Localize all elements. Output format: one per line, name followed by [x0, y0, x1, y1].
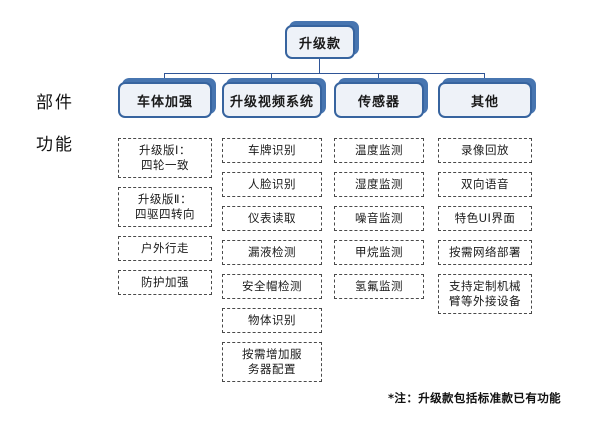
feature-item[interactable]: 双向语音 — [438, 172, 532, 197]
feature-item-label: 支持定制机械臂等外接设备 — [449, 279, 521, 308]
node-category-0-face: 车体加强 — [118, 82, 212, 118]
feature-item-label: 车牌识别 — [248, 143, 296, 157]
feature-item[interactable]: 支持定制机械臂等外接设备 — [438, 274, 532, 314]
feature-item[interactable]: 录像回放 — [438, 138, 532, 163]
node-category-2-label: 传感器 — [357, 94, 400, 110]
feature-item[interactable]: 温度监测 — [334, 138, 424, 163]
feature-item[interactable]: 户外行走 — [118, 236, 212, 261]
feature-item[interactable]: 噪音监测 — [334, 206, 424, 231]
feature-item[interactable]: 安全帽检测 — [222, 274, 322, 299]
row-label-parts: 部件 — [36, 93, 74, 113]
connector-drop-0 — [164, 73, 165, 82]
connector-drop-2 — [378, 73, 379, 82]
feature-item-label: 录像回放 — [461, 143, 509, 157]
feature-item-label: 氢氟监测 — [355, 279, 403, 293]
connector-root-stem — [319, 59, 320, 73]
feature-item[interactable]: 防护加强 — [118, 270, 212, 295]
connector-drop-3 — [484, 73, 485, 82]
feature-item-label: 漏液检测 — [248, 245, 296, 259]
node-category-3-face: 其他 — [438, 82, 532, 118]
feature-column-3: 录像回放双向语音特色UI界面按需网络部署支持定制机械臂等外接设备 — [438, 138, 532, 323]
footnote: *注：升级款包括标准款已有功能 — [388, 391, 562, 405]
node-root-face: 升级款 — [285, 25, 355, 59]
node-category-3[interactable]: 其他 — [438, 78, 536, 118]
feature-item-label: 户外行走 — [141, 241, 189, 255]
node-root-label: 升级款 — [298, 36, 341, 52]
feature-item-label: 升级版Ⅰ：四轮一致 — [139, 143, 191, 172]
feature-item[interactable]: 人脸识别 — [222, 172, 322, 197]
feature-item-label: 仪表读取 — [248, 211, 296, 225]
feature-item-label: 物体识别 — [248, 313, 296, 327]
feature-item-label: 噪音监测 — [355, 211, 403, 225]
node-category-2[interactable]: 传感器 — [334, 78, 428, 118]
feature-item-label: 甲烷监测 — [355, 245, 403, 259]
feature-item[interactable]: 漏液检测 — [222, 240, 322, 265]
feature-item[interactable]: 升级版Ⅰ：四轮一致 — [118, 138, 212, 178]
feature-item-label: 升级版Ⅱ：四驱四转向 — [135, 192, 195, 221]
feature-item[interactable]: 按需增加服务器配置 — [222, 342, 322, 382]
feature-column-2: 温度监测湿度监测噪音监测甲烷监测氢氟监测 — [334, 138, 424, 308]
feature-item[interactable]: 仪表读取 — [222, 206, 322, 231]
feature-item-label: 防护加强 — [141, 275, 189, 289]
feature-item[interactable]: 升级版Ⅱ：四驱四转向 — [118, 187, 212, 227]
feature-column-1: 车牌识别人脸识别仪表读取漏液检测安全帽检测物体识别按需增加服务器配置 — [222, 138, 322, 391]
node-category-0[interactable]: 车体加强 — [118, 78, 216, 118]
feature-item[interactable]: 按需网络部署 — [438, 240, 532, 265]
feature-item-label: 按需增加服务器配置 — [242, 347, 302, 376]
connector-bus — [164, 73, 484, 74]
feature-item[interactable]: 甲烷监测 — [334, 240, 424, 265]
feature-item[interactable]: 特色UI界面 — [438, 206, 532, 231]
feature-item-label: 按需网络部署 — [449, 245, 521, 259]
feature-item[interactable]: 湿度监测 — [334, 172, 424, 197]
feature-item[interactable]: 氢氟监测 — [334, 274, 424, 299]
feature-item[interactable]: 车牌识别 — [222, 138, 322, 163]
row-label-function: 功能 — [36, 135, 74, 155]
node-category-1-label: 升级视频系统 — [229, 94, 314, 110]
feature-item-label: 安全帽检测 — [242, 279, 302, 293]
node-category-1-face: 升级视频系统 — [222, 82, 322, 118]
feature-item-label: 特色UI界面 — [454, 211, 516, 225]
node-root[interactable]: 升级款 — [285, 21, 359, 59]
node-category-0-label: 车体加强 — [136, 94, 193, 110]
connector-drop-1 — [271, 73, 272, 82]
feature-column-0: 升级版Ⅰ：四轮一致升级版Ⅱ：四驱四转向户外行走防护加强 — [118, 138, 212, 304]
feature-item-label: 温度监测 — [355, 143, 403, 157]
feature-item-label: 人脸识别 — [248, 177, 296, 191]
feature-item[interactable]: 物体识别 — [222, 308, 322, 333]
feature-item-label: 湿度监测 — [355, 177, 403, 191]
node-category-3-label: 其他 — [470, 94, 499, 110]
feature-item-label: 双向语音 — [461, 177, 509, 191]
node-category-1[interactable]: 升级视频系统 — [222, 78, 326, 118]
node-category-2-face: 传感器 — [334, 82, 424, 118]
